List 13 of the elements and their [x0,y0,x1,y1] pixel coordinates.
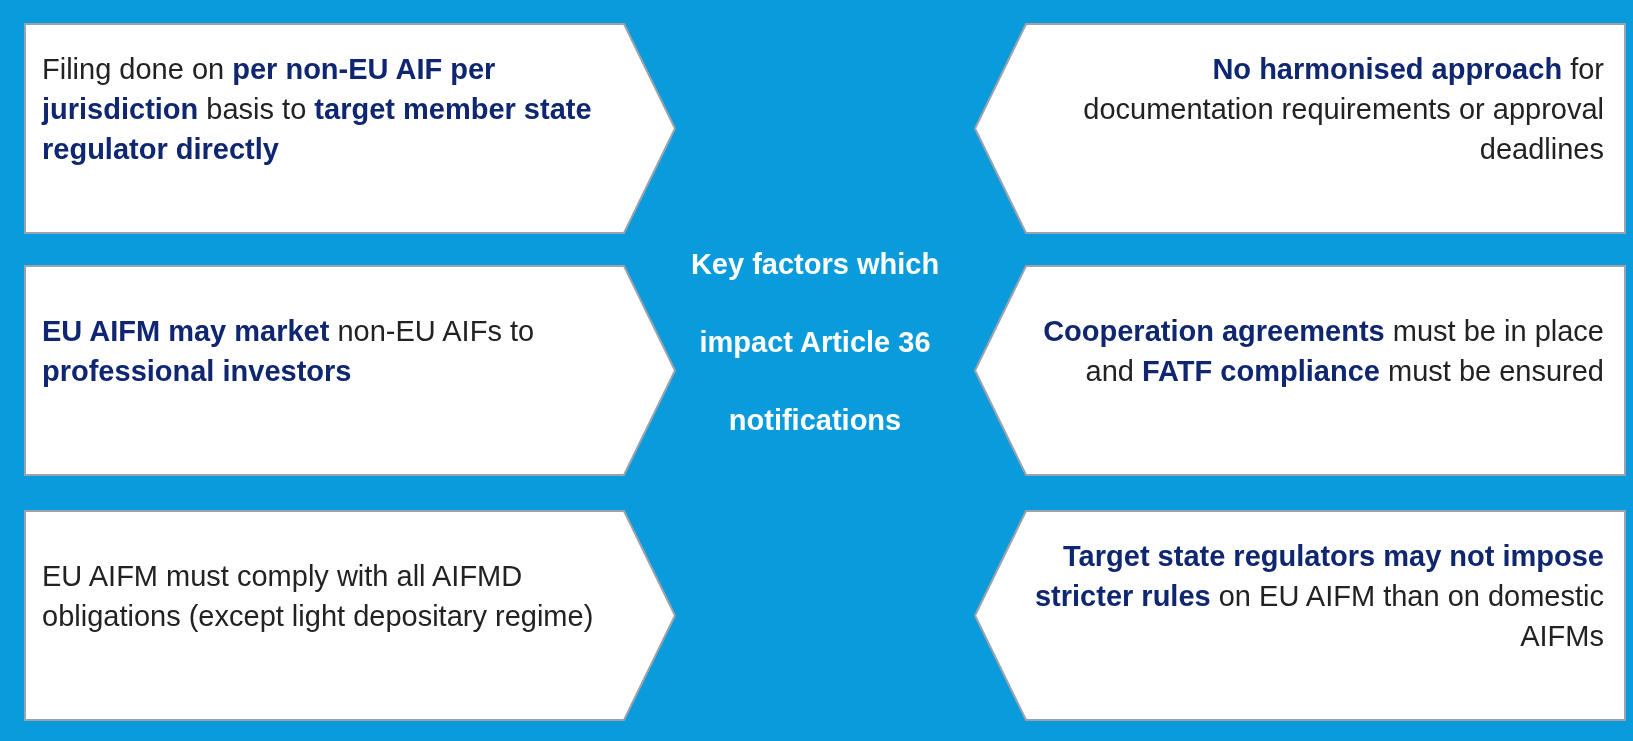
chevron-box [974,23,1626,234]
box-text: Cooperation agreements must be in place and FATF compliance must be ensured [1042,313,1604,389]
box-text: Target state regulators may not impose stricter rules on EU AIFM than on domestic AIFMs [1034,538,1604,654]
chevron-box [24,23,676,234]
box-text: EU AIFM may market non-EU AIFs to professional investors [42,313,536,389]
chevron-box [24,265,676,476]
chevron-box [24,510,676,721]
center-heading: Key factors which impact Article 36 notifications [690,247,940,438]
box-text: No harmonised approach for documentation requirements or approval deadlines [1082,51,1604,167]
chevron-box [974,265,1626,476]
box-text: EU AIFM must comply with all AIFMD obligations (except light depositary regime) [42,558,595,634]
chevron-box [974,510,1626,721]
box-text: Filing done on per non-EU AIF per jurisdiction basis to target member state regulator directly [42,51,593,167]
